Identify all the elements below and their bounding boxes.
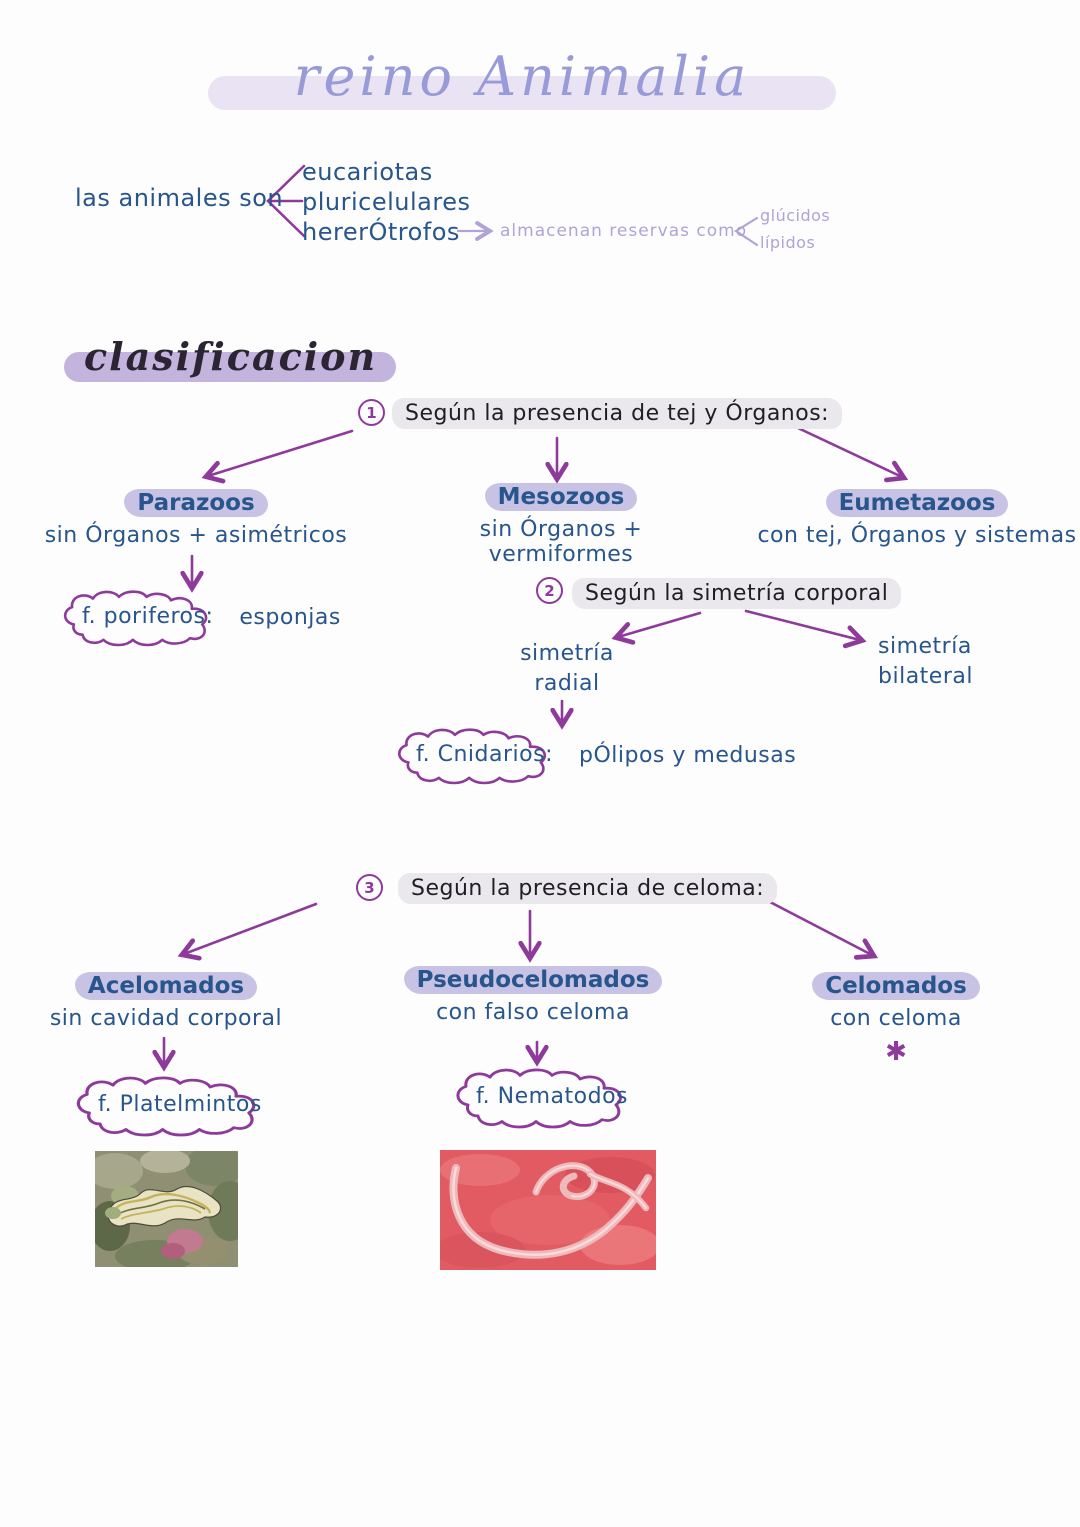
note-option-lipidos: lípidos <box>760 233 816 252</box>
arrow-sec1-parazoos <box>201 429 354 484</box>
reserves-note: almacenan reservas como <box>500 221 748 241</box>
page-title: reino Animalia <box>293 45 751 108</box>
branch-parazoos-desc: sin Órganos + asimétricos <box>44 523 348 548</box>
branch-simetria-bilateral: simetría bilateral <box>878 634 973 689</box>
section-3-number: 3 <box>356 874 383 901</box>
branch-celomados-name: Celomados <box>812 972 980 1000</box>
arrow-sec2-radial <box>611 611 702 645</box>
branch-mesozoos: Mesozoos sin Órganos + vermiformes <box>405 483 717 567</box>
nematodos-cloud: f. Nematodos <box>452 1068 652 1129</box>
branch-mesozoos-name: Mesozoos <box>484 483 638 511</box>
flatworm-photo <box>95 1151 238 1267</box>
title-highlight-bar <box>208 76 836 110</box>
arrow-sec1-eumetazoos <box>796 426 909 483</box>
arrow-sec3-celomados <box>768 900 879 960</box>
classification-highlight-bar <box>64 352 396 382</box>
nematodos-label: f. Nematodos <box>476 1084 629 1109</box>
classification-heading: clasificacion <box>84 334 378 379</box>
trait-heterotrofos: hererÓtrofos <box>302 218 460 246</box>
branch-parazoos: Parazoos sin Órganos + asimétricos <box>40 489 352 548</box>
cnidarios-node: f. Cnidarios: pÓlipos y medusas <box>394 728 797 785</box>
branch-eumetazoos-desc: con tej, Órganos y sistemas <box>757 523 1077 548</box>
section-3-title: Según la presencia de celoma: <box>398 873 778 904</box>
poriferos-label: f. poriferos: <box>82 604 214 629</box>
branch-parazoos-name: Parazoos <box>124 489 268 517</box>
branch-acelomados-name: Acelomados <box>74 972 258 1000</box>
arrow-sec3-acelomados <box>177 902 318 961</box>
cloud-outline-icon <box>76 1076 256 1137</box>
platelmintos-cloud: f. Platelmintos <box>72 1076 288 1137</box>
branch-eumetazoos-name: Eumetazoos <box>825 489 1009 517</box>
platelmintos-node: f. Platelmintos <box>72 1076 288 1137</box>
section-1-number: 1 <box>358 399 385 426</box>
poriferos-cloud: f. poriferos: <box>60 590 233 647</box>
cnidarios-label: f. Cnidarios: <box>416 742 553 767</box>
poriferos-node: f. poriferos: esponjas <box>60 590 341 647</box>
cloud-outline-icon <box>456 1068 622 1129</box>
note-option-glucidos: glúcidos <box>760 206 831 225</box>
branch-eumetazoos: Eumetazoos con tej, Órganos y sistemas <box>752 489 1080 548</box>
intro-subject: las animales son <box>75 184 284 212</box>
cloud-outline-icon <box>398 728 546 785</box>
section-2-number: 2 <box>536 577 563 604</box>
branch-acelomados-desc: sin cavidad corporal <box>49 1006 283 1031</box>
arrow-sec2-bilateral <box>744 609 867 649</box>
nematode-photo <box>440 1150 656 1270</box>
cnidarios-cloud: f. Cnidarios: <box>394 728 573 785</box>
trait-pluricelulares: pluricelulares <box>302 188 471 216</box>
branch-acelomados: Acelomados sin cavidad corporal <box>40 972 292 1031</box>
branch-celomados: Celomados con celoma ✱ <box>790 972 1002 1067</box>
platelmintos-label: f. Platelmintos <box>98 1092 262 1117</box>
branch-mesozoos-desc: sin Órganos + vermiformes <box>479 517 643 567</box>
branch-pseudocelomados-desc: con falso celoma <box>436 1000 630 1025</box>
trait-eucariotas: eucariotas <box>302 158 433 186</box>
cnidarios-examples: pÓlipos y medusas <box>579 743 797 768</box>
branch-simetria-radial: simetría radial <box>520 641 614 696</box>
nematodos-node: f. Nematodos <box>452 1068 652 1129</box>
branch-celomados-desc: con celoma <box>830 1006 962 1031</box>
section-2-title: Según la simetría corporal <box>572 578 902 609</box>
branch-pseudocelomados-name: Pseudocelomados <box>403 966 663 994</box>
poriferos-examples: esponjas <box>239 605 341 630</box>
asterisk-marker: ✱ <box>885 1037 907 1067</box>
branch-pseudocelomados: Pseudocelomados con falso celoma <box>402 966 664 1025</box>
section-1-title: Según la presencia de tej y Órganos: <box>392 398 843 429</box>
cloud-outline-icon <box>63 590 208 647</box>
